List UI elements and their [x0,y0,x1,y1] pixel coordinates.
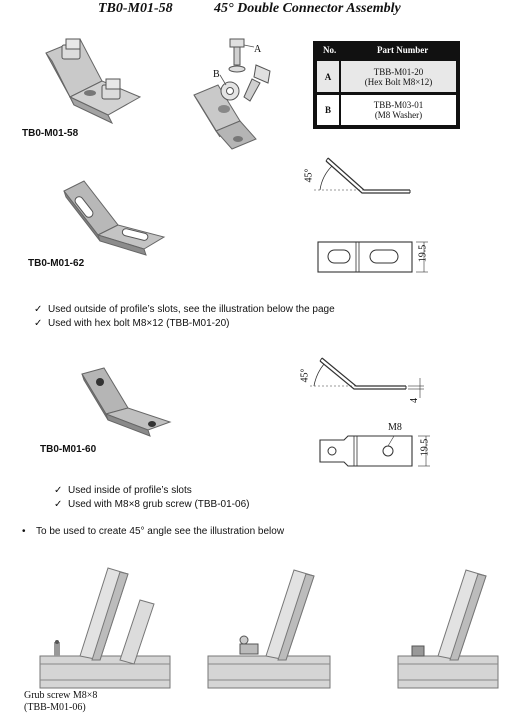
table-cell-no: B [317,95,341,125]
note-item: ✓ Used with hex bolt M8×12 (TBB-M01-20) [34,318,230,329]
table-header-part-number: Part Number [377,45,429,55]
drawing-60-angle: 45° [299,368,311,383]
table-cell-part: TBB-M03-01 [373,100,424,110]
connector-58-image [45,38,142,125]
drawing-62-side-view [314,157,411,194]
profile-illustration-2 [207,569,331,689]
note-item: ✓ Used with M8×8 grub screw (TBB-01-06) [54,499,250,510]
grub-screw-label: Grub screw M8×8 [24,690,98,701]
check-icon: ✓ [54,485,63,496]
parts-table: No. Part Number A TBB-M01-20 (Hex Bolt M… [313,41,460,129]
bullet-icon: • [22,526,26,537]
table-row: A TBB-M01-20 (Hex Bolt M8×12) [317,61,456,92]
grub-screw-part: (TBB-M01-06) [24,702,86,713]
header-title: 45° Double Connector Assembly [214,1,401,16]
table-cell-desc: (Hex Bolt M8×12) [364,76,433,87]
label-b: B [213,69,220,80]
header-code: TB0-M01-58 [98,1,173,16]
drawing-60-thickness: 4 [409,398,420,403]
table-row: B TBB-M03-01 (M8 Washer) [317,95,456,125]
profile-illustration-1 [39,567,171,689]
drawing-60-side-view [310,357,424,398]
note-item: ✓ Used outside of profile’s slots, see t… [34,304,335,315]
exploded-assembly-image [193,38,271,150]
check-icon: ✓ [34,318,43,329]
table-cell-part: TBB-M01-20 [373,66,424,77]
table-header-no: No. [323,45,337,55]
check-icon: ✓ [54,499,63,510]
connector-60-image [81,367,172,437]
drawing-60-height: 19.5 [419,438,431,457]
drawing-62-angle: 45° [303,168,315,183]
drawing-60-hole-label: M8 [388,422,402,433]
profile-illustration-3 [397,569,499,689]
check-icon: ✓ [34,304,43,315]
section-58-code: TB0-M01-58 [22,128,79,139]
bullet-item: •To be used to create 45° angle see the … [22,526,285,537]
drawing-60-plan-view [319,435,430,467]
section-62-code: TB0-M01-62 [28,258,85,269]
section-60-code: TB0-M01-60 [40,444,97,455]
note-item: ✓ Used inside of profile’s slots [54,485,192,496]
label-a: A [254,44,262,55]
drawing-62-height: 19.5 [417,244,429,263]
drawing-62-plan-view [317,241,428,273]
table-cell-no: A [317,61,341,92]
connector-62-image [63,180,166,256]
table-cell-desc: (M8 Washer) [374,110,423,120]
